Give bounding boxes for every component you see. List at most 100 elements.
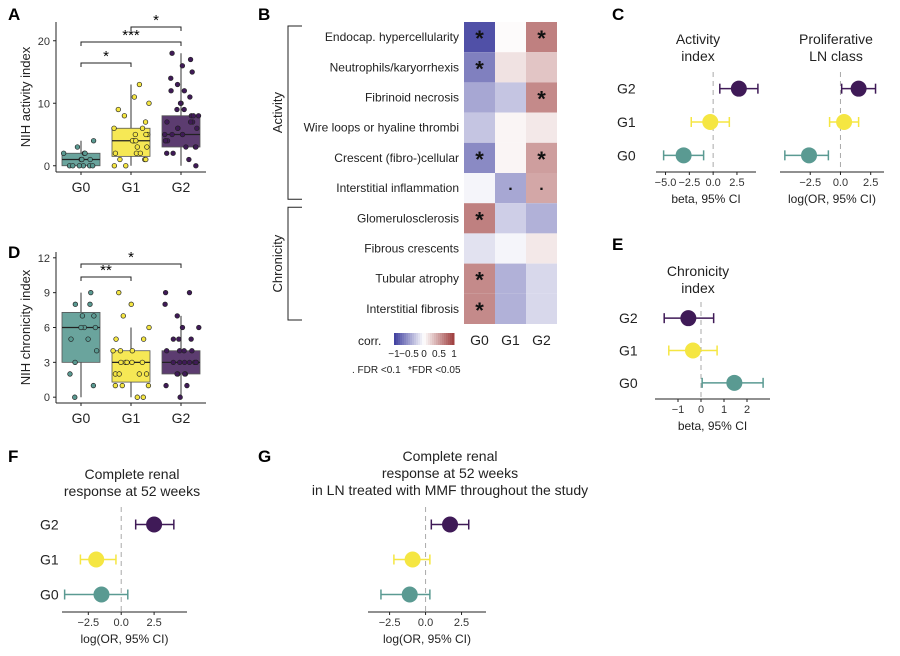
data-point: [90, 382, 97, 389]
legend-note: . FDR <0.1: [352, 365, 401, 376]
data-point: [177, 394, 183, 400]
legend-gradient-step: [422, 333, 425, 345]
data-point: [136, 371, 142, 377]
x-tick-label: 2: [744, 404, 750, 416]
data-point: [187, 94, 193, 100]
significance-label: ***: [122, 27, 140, 44]
legend-gradient-step: [438, 333, 441, 345]
group-label: G0: [619, 375, 638, 391]
plot-title-line: Activity: [676, 31, 720, 47]
y-tick-label: 12: [38, 253, 50, 265]
data-point: [111, 125, 117, 131]
data-point: [116, 290, 122, 296]
x-tick-label: 0: [698, 404, 704, 416]
heatmap-cell: [464, 52, 495, 83]
significance-mark: *: [537, 147, 546, 172]
data-point: [162, 131, 168, 138]
data-point: [72, 394, 78, 400]
heatmap-cell: [526, 203, 557, 234]
estimate-point: [801, 147, 818, 164]
panel-label-d: D: [8, 243, 20, 262]
data-point: [176, 336, 182, 342]
data-point: [78, 324, 84, 331]
data-point: [124, 359, 130, 365]
data-point: [145, 382, 152, 389]
legend-gradient-step: [414, 333, 417, 345]
data-point: [181, 106, 187, 113]
group-label: Chronicity: [270, 234, 285, 292]
plot-title-line: Chronicity: [667, 263, 729, 279]
heatmap-cell: [526, 263, 557, 294]
heatmap-cell: [464, 203, 495, 234]
estimate-point: [146, 516, 163, 533]
data-point: [179, 324, 186, 331]
data-point: [112, 382, 118, 389]
x-tick-label: −2.5: [379, 617, 401, 629]
legend-gradient-step: [450, 333, 453, 345]
data-point: [120, 313, 126, 319]
significance-mark: *: [475, 207, 484, 232]
estimate-point: [401, 586, 418, 603]
data-point: [189, 69, 195, 75]
data-point: [170, 336, 177, 342]
heatmap-cell: [464, 22, 495, 53]
data-point: [183, 144, 189, 150]
y-tick-label: 3: [44, 357, 50, 369]
estimate-point: [702, 114, 719, 130]
plot-title-line: response at 52 weeks: [382, 465, 518, 481]
legend-tick-label: 0: [421, 349, 427, 360]
data-point: [184, 382, 190, 389]
data-point: [133, 138, 139, 144]
heatmap-cell: [495, 203, 526, 234]
data-point: [174, 371, 180, 377]
data-point: [134, 394, 140, 400]
significance-bracket: [130, 26, 182, 31]
data-point: [67, 371, 73, 377]
legend-gradient-step: [406, 333, 409, 345]
legend-gradient-step: [400, 333, 403, 345]
data-point: [129, 359, 135, 365]
row-label: Glomerulosclerosis: [357, 211, 459, 225]
legend-tick-label: 1: [451, 349, 457, 360]
legend-gradient-step: [394, 333, 397, 345]
data-point: [174, 313, 180, 319]
x-tick-label: G1: [122, 179, 141, 195]
data-point: [137, 150, 144, 156]
data-point: [181, 348, 187, 354]
estimate-point: [850, 80, 867, 97]
data-point: [181, 359, 188, 365]
group-label: G0: [617, 147, 636, 163]
estimate-point: [730, 80, 747, 97]
data-point: [111, 163, 117, 169]
data-point: [170, 150, 176, 156]
group-bracket: [287, 25, 302, 200]
data-point: [143, 131, 149, 138]
data-point: [72, 359, 78, 365]
group-bracket: [287, 206, 302, 321]
data-point: [193, 144, 199, 150]
heatmap-cell: [495, 233, 526, 264]
x-tick-label: 2.5: [454, 617, 469, 629]
legend-gradient-step: [418, 333, 421, 345]
data-point: [128, 301, 134, 307]
heatmap-cell: [464, 173, 495, 204]
x-tick-label: −2.5: [678, 177, 700, 189]
data-point: [74, 144, 81, 150]
data-point: [79, 156, 85, 163]
data-point: [162, 138, 169, 144]
row-label: Crescent (fibro-)cellular: [334, 151, 459, 165]
data-point: [131, 94, 137, 100]
data-point: [139, 359, 145, 365]
panel-label-g: G: [258, 447, 271, 466]
data-point: [117, 348, 124, 354]
x-tick-label: G0: [72, 410, 91, 426]
data-point: [140, 336, 147, 342]
legend-gradient-step: [436, 333, 439, 345]
group-label: Activity: [270, 92, 285, 134]
data-point: [193, 359, 199, 365]
legend-gradient-step: [446, 333, 449, 345]
data-point: [94, 348, 100, 354]
